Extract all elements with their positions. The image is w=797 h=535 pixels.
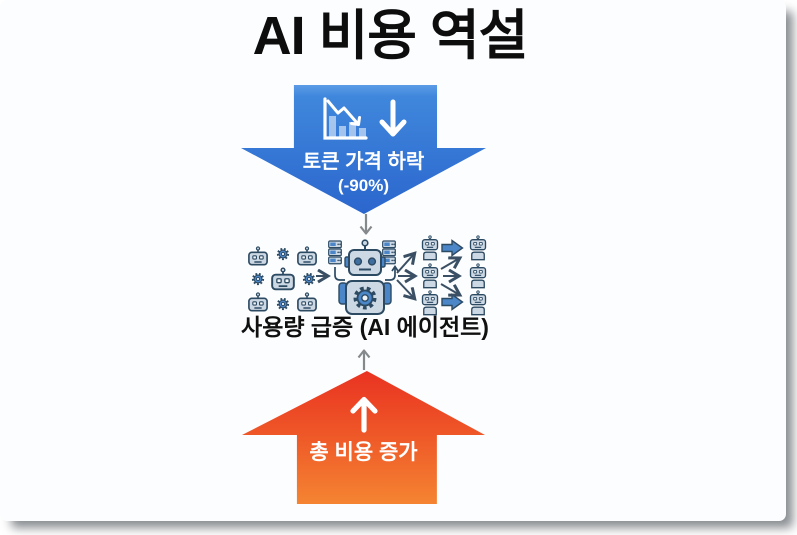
up-arrow-icon (349, 396, 378, 433)
token-price-drop-label: 토큰 가격 하락 (302, 151, 425, 173)
connector-down-icon (359, 214, 373, 235)
infographic-card: AI 비용 역설 토큰 가격 하락 (-90%) (241, 6, 529, 504)
robot-cluster (248, 246, 317, 312)
total-cost-increase-label: 총 비용 증가 (309, 441, 418, 464)
gear-icon (276, 297, 290, 311)
block-arrow-icon (441, 293, 464, 311)
connector-up-icon (357, 349, 371, 370)
top-arrow-icon-row (320, 96, 407, 142)
central-robot-icon (328, 239, 399, 315)
gear-icon (276, 247, 290, 261)
down-arrow-icon (379, 99, 407, 137)
page-title: AI 비용 역설 (252, 6, 529, 66)
total-cost-increase-arrow: 총 비용 증가 (242, 371, 485, 504)
robot-replication-grid (421, 235, 487, 316)
agents-diagram (248, 235, 487, 316)
token-price-drop-percent: (-90%) (337, 176, 389, 195)
gear-icon (302, 272, 316, 286)
token-price-drop-arrow: 토큰 가격 하락 (-90%) (241, 85, 486, 214)
gear-icon (251, 272, 265, 286)
block-arrow-icon (441, 239, 464, 257)
bottom-arrow-icon-row (349, 395, 379, 433)
server-stack-icon (328, 240, 342, 265)
declining-bar-chart-icon (323, 97, 368, 140)
fanout-arrows-icon (396, 254, 414, 298)
usage-surge-caption: 사용량 급증 (AI 에이전트) (241, 314, 489, 340)
